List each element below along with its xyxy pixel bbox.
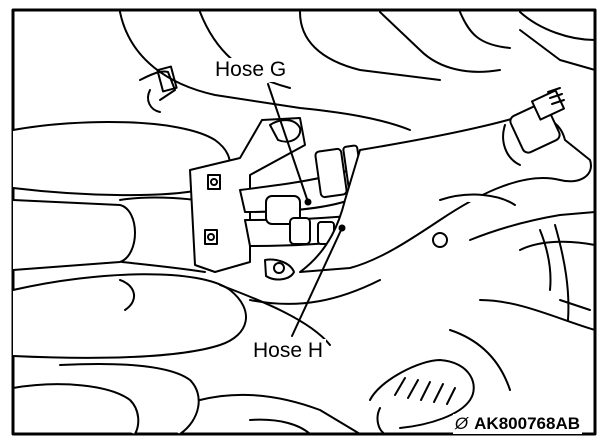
bottom-boot (369, 359, 475, 435)
underbody-lines (199, 279, 381, 435)
leader-hose-h (291, 227, 343, 337)
suspension-arm (299, 114, 592, 273)
figure-id: Ø AK800768AB (452, 414, 582, 434)
wire-connector (139, 65, 178, 113)
lower-structure (449, 211, 596, 391)
body-panel (119, 11, 596, 131)
id-mark-icon: Ø (454, 414, 469, 433)
label-hose-h: Hose H (250, 339, 327, 363)
bolt (502, 87, 566, 166)
coil-spring (12, 121, 247, 435)
leader-hose-g (267, 83, 309, 203)
leader-lines (267, 83, 346, 337)
label-hose-g: Hose G (212, 58, 290, 82)
figure-id-code: AK800768AB (474, 414, 580, 433)
